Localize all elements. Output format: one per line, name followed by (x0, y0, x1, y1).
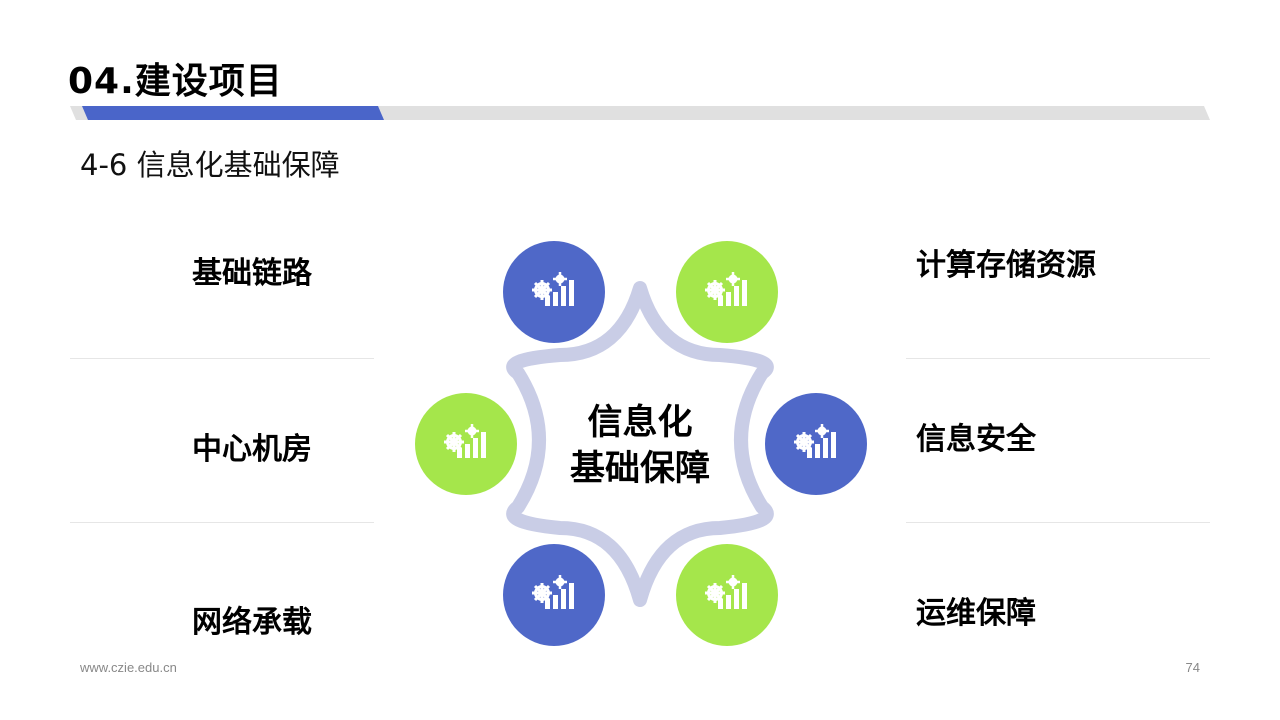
node-bottom-right (676, 544, 778, 646)
divider-left-2 (70, 522, 374, 523)
divider-left-1 (70, 358, 374, 359)
label-compute-storage: 计算存储资源 (916, 248, 1096, 283)
center-title: 信息化 基础保障 (540, 400, 740, 492)
section-subtitle: 4-6 信息化基础保障 (80, 148, 340, 182)
node-mid-left (415, 393, 517, 495)
center-title-line2: 基础保障 (569, 449, 710, 489)
star-outline (506, 281, 774, 607)
label-operations: 运维保障 (916, 596, 1036, 631)
label-basic-link: 基础链路 (192, 256, 312, 291)
divider-right-2 (906, 522, 1210, 523)
center-title-line1: 信息化 (587, 403, 693, 443)
star-diagram (415, 241, 867, 646)
title-underline-bar (70, 106, 1210, 120)
label-info-security: 信息安全 (916, 422, 1036, 457)
node-mid-right (765, 393, 867, 495)
label-network: 网络承载 (192, 605, 312, 640)
page-number: 74 (1185, 660, 1200, 675)
label-data-center: 中心机房 (192, 432, 312, 467)
page-title: 04.建设项目 (68, 61, 283, 102)
node-top-right (676, 241, 778, 343)
node-bottom-left (503, 544, 605, 646)
divider-right-1 (906, 358, 1210, 359)
footer-url: www.czie.edu.cn (80, 660, 177, 675)
node-top-left (503, 241, 605, 343)
